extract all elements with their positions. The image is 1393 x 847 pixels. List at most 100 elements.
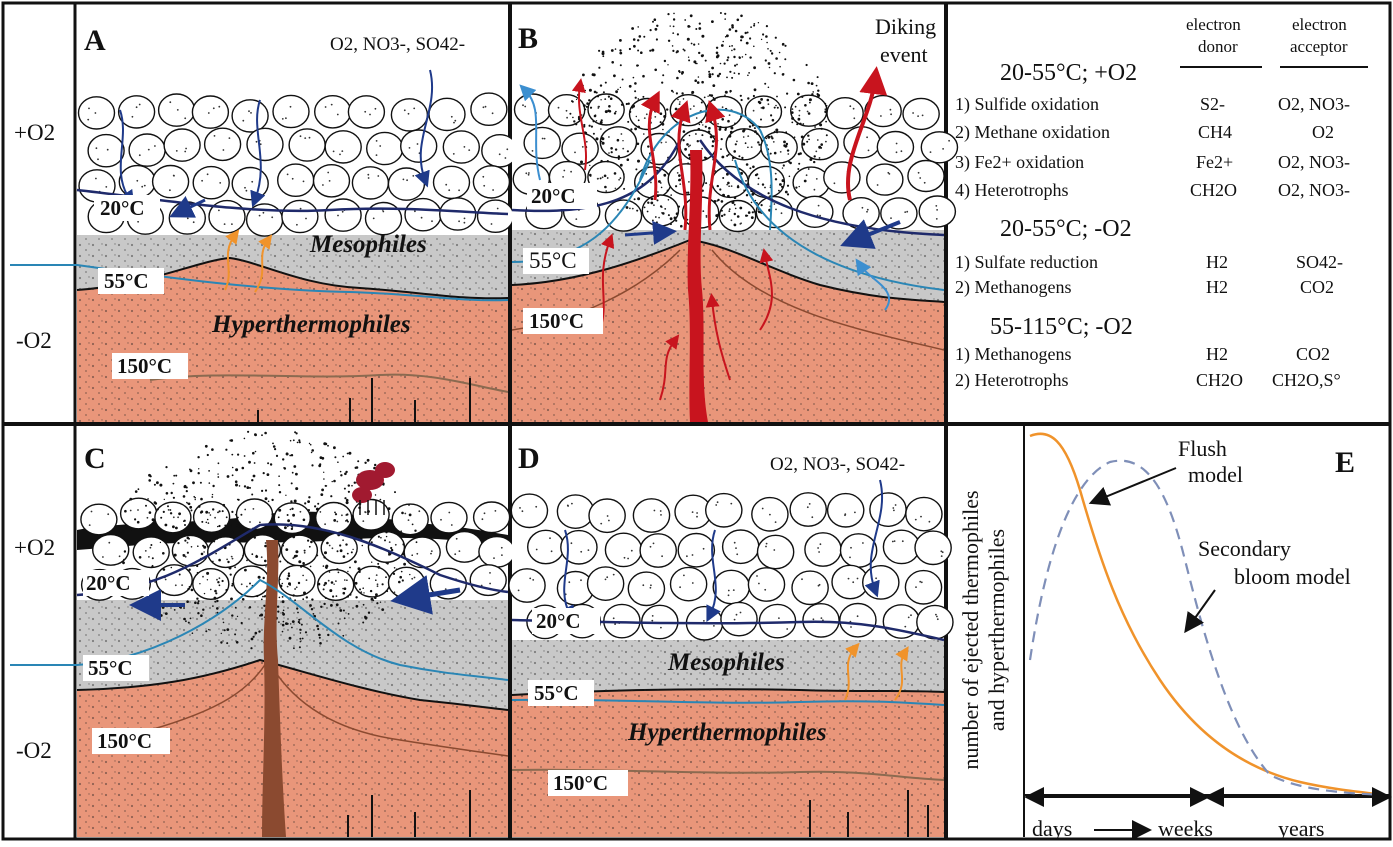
particle	[617, 88, 619, 91]
stone-speckle	[411, 577, 414, 580]
particle	[302, 518, 306, 522]
particle	[162, 552, 165, 555]
particle	[786, 149, 790, 152]
particle	[238, 485, 241, 487]
panel-d-hyperthermophiles: Hyperthermophiles	[627, 719, 827, 746]
particle	[217, 525, 219, 528]
particle	[196, 564, 199, 568]
particle	[302, 574, 304, 577]
particle	[762, 33, 765, 36]
particle	[783, 144, 786, 147]
stone-speckle	[501, 554, 503, 556]
particle	[820, 146, 823, 149]
cobble-stone	[527, 529, 565, 565]
particle	[205, 521, 208, 524]
stone-speckle	[374, 107, 377, 110]
stone-speckle	[517, 589, 520, 592]
particle	[719, 62, 722, 65]
particle	[300, 623, 303, 626]
particle	[580, 160, 583, 164]
particle	[729, 89, 732, 93]
particle	[200, 510, 204, 513]
cobble-stone	[203, 127, 242, 162]
stone-speckle	[255, 140, 258, 143]
stone-speckle	[169, 101, 172, 104]
stone-speckle	[769, 513, 771, 516]
stone-speckle	[563, 169, 566, 172]
panel-d-mesophiles: Mesophiles	[667, 649, 785, 676]
stone-speckle	[454, 553, 457, 556]
particle	[782, 164, 785, 167]
stone-speckle	[463, 221, 466, 224]
particle	[318, 633, 321, 637]
stone-speckle	[377, 175, 380, 177]
particle	[309, 518, 312, 521]
stone-speckle	[901, 540, 904, 543]
particle	[225, 516, 228, 519]
stone-speckle	[921, 114, 924, 117]
particle	[761, 183, 765, 186]
stone-speckle	[482, 106, 485, 109]
stone-speckle	[88, 107, 90, 110]
stone-speckle	[806, 506, 809, 509]
particle	[221, 579, 224, 583]
particle	[220, 641, 223, 644]
stone-speckle	[218, 105, 221, 108]
cobble-stone	[352, 498, 390, 531]
stone-speckle	[184, 117, 187, 120]
particle	[771, 118, 775, 122]
particle	[393, 567, 396, 569]
particle	[686, 143, 689, 146]
cobble-stone	[869, 492, 907, 527]
particle	[585, 105, 589, 108]
cobble-stone	[880, 197, 918, 230]
particle	[262, 472, 265, 475]
particle	[359, 588, 361, 591]
stone-speckle	[430, 552, 432, 555]
stone-speckle	[186, 541, 189, 544]
stone-speckle	[645, 113, 648, 116]
particle	[611, 61, 614, 64]
particle	[666, 189, 669, 192]
stone-speckle	[218, 577, 221, 580]
row-donor: CH4	[1198, 122, 1232, 142]
stone-speckle	[808, 503, 811, 505]
particle	[650, 201, 654, 205]
particle	[122, 561, 125, 565]
stone-speckle	[388, 541, 391, 543]
side-minus-o2-top: -O2	[16, 328, 52, 353]
particle	[619, 163, 623, 167]
particle	[395, 597, 398, 600]
particle	[225, 588, 228, 592]
stone-speckle	[936, 615, 938, 618]
particle	[679, 101, 681, 103]
cobble-stone	[272, 94, 310, 129]
particle	[286, 514, 289, 516]
stone-speckle	[299, 135, 302, 138]
stone-speckle	[654, 116, 657, 118]
particle	[751, 124, 754, 127]
stone-speckle	[601, 176, 604, 179]
stone-speckle	[416, 143, 419, 145]
stone-speckle	[906, 210, 909, 213]
particle	[310, 540, 313, 544]
particle	[235, 468, 239, 472]
cobble-stone	[151, 164, 190, 199]
panel-d-20c: 20°C	[536, 609, 581, 633]
particle	[311, 464, 314, 467]
stone-speckle	[780, 212, 783, 215]
stone-speckle	[866, 210, 868, 213]
cobble-stone	[192, 568, 230, 601]
particle	[297, 611, 299, 614]
particle	[384, 539, 386, 542]
particle	[366, 458, 370, 462]
side-labels: +O2 -O2 +O2 -O2	[14, 120, 55, 763]
particle	[720, 214, 724, 218]
particle	[619, 86, 622, 89]
particle	[200, 552, 204, 556]
particle	[185, 486, 188, 489]
particle	[302, 562, 305, 565]
row-donor: H2	[1206, 277, 1228, 297]
particle	[385, 535, 388, 538]
particle	[376, 602, 379, 605]
